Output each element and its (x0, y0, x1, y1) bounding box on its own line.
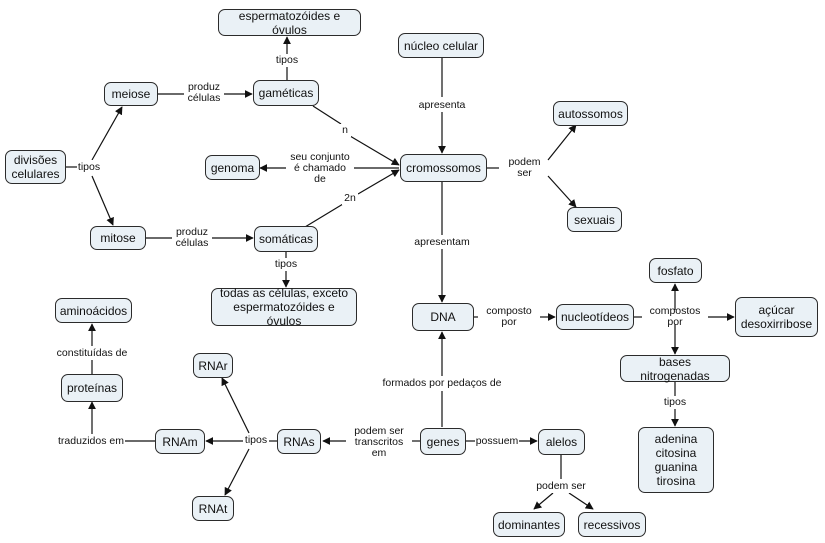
link-tipos-divisoes: tipos (77, 160, 101, 174)
node-sexuais[interactable]: sexuais (567, 207, 622, 232)
edge-podemser-autossomos (547, 124, 577, 161)
link-podem-ser-cromossomos: podem ser (499, 157, 550, 179)
node-dominantes[interactable]: dominantes (493, 512, 565, 537)
node-nucleo-celular[interactable]: núcleo celular (398, 33, 484, 58)
node-mitose[interactable]: mitose (90, 226, 146, 250)
edge-podemser-recessivos (568, 492, 594, 510)
node-rnat[interactable]: RNAt (192, 496, 234, 521)
link-podem-ser-transcritos: podem ser transcritos em (346, 425, 412, 458)
node-autossomos[interactable]: autossomos (553, 101, 628, 126)
link-tipos-gameticas: tipos (274, 54, 300, 67)
node-espermatozoides-ovulos[interactable]: espermatozóides e óvulos (218, 9, 361, 37)
link-produz-celulas-meiose: produz células (184, 81, 224, 105)
node-rnam[interactable]: RNAm (155, 429, 205, 454)
link-apresenta: apresenta (416, 98, 468, 112)
edge-tipos-meiose (91, 106, 123, 161)
node-rnar[interactable]: RNAr (193, 353, 233, 378)
link-tipos-rnas: tipos (243, 434, 269, 447)
node-meiose[interactable]: meiose (104, 82, 158, 106)
edge-n-cromossomos (349, 135, 400, 166)
edge-somaticas-2n (304, 203, 344, 228)
node-rnas[interactable]: RNAs (277, 429, 321, 454)
link-traduzidos-em: traduzidos em (57, 434, 125, 448)
link-compostos-por: compostos por (642, 306, 708, 328)
edge-gameticas-n (312, 105, 342, 125)
node-bases-nitrogenadas[interactable]: bases nitrogenadas (620, 355, 730, 383)
node-aminoacidos[interactable]: aminoácidos (55, 298, 132, 323)
link-tipos-somaticas: tipos (273, 258, 299, 271)
edge-tipos-mitose (91, 175, 114, 226)
link-produz-celulas-mitose: produz células (172, 226, 212, 250)
link-seu-conjunto: seu conjunto é chamado de (286, 151, 354, 184)
edge-tipos-rnar (221, 377, 250, 434)
edge-2n-cromossomos (357, 169, 400, 195)
link-possuem: possuem (475, 434, 519, 448)
node-fosfato[interactable]: fosfato (649, 258, 702, 283)
link-tipos-bases: tipos (662, 396, 688, 409)
node-acucar-desoxirribose[interactable]: açúcar desoxirribose (735, 297, 818, 337)
node-genes[interactable]: genes (420, 428, 466, 455)
link-composto-por: composto por (478, 306, 540, 328)
node-adenina-citosina-guanina-tirosina[interactable]: adenina citosina guanina tirosina (638, 427, 714, 493)
link-podem-ser-alelos: podem ser (535, 479, 587, 493)
node-somaticas[interactable]: somáticas (254, 226, 318, 252)
edge-podemser-dominantes (533, 492, 554, 510)
link-constituidas-de: constituídas de (54, 346, 130, 360)
node-todas-as-celulas[interactable]: todas as células, exceto espermatozóides… (211, 286, 357, 328)
link-formados-por-pedacos-de: formados por pedaços de (376, 376, 508, 391)
link-apresentam: apresentam (412, 235, 472, 249)
node-divisoes-celulares[interactable]: divisões celulares (5, 150, 66, 184)
node-proteinas[interactable]: proteínas (61, 374, 123, 402)
node-gameticas[interactable]: gaméticas (253, 80, 319, 106)
node-recessivos[interactable]: recessivos (578, 512, 646, 537)
edge-podemser-sexuais (547, 175, 577, 208)
edge-tipos-rnat (224, 448, 250, 496)
node-genoma[interactable]: genoma (205, 155, 260, 180)
node-cromossomos[interactable]: cromossomos (400, 154, 487, 182)
node-nucleotideos[interactable]: nucleotídeos (556, 304, 634, 330)
link-n: n (339, 124, 351, 137)
link-2n: 2n (342, 192, 358, 205)
node-alelos[interactable]: alelos (538, 429, 585, 455)
node-dna[interactable]: DNA (412, 303, 474, 331)
